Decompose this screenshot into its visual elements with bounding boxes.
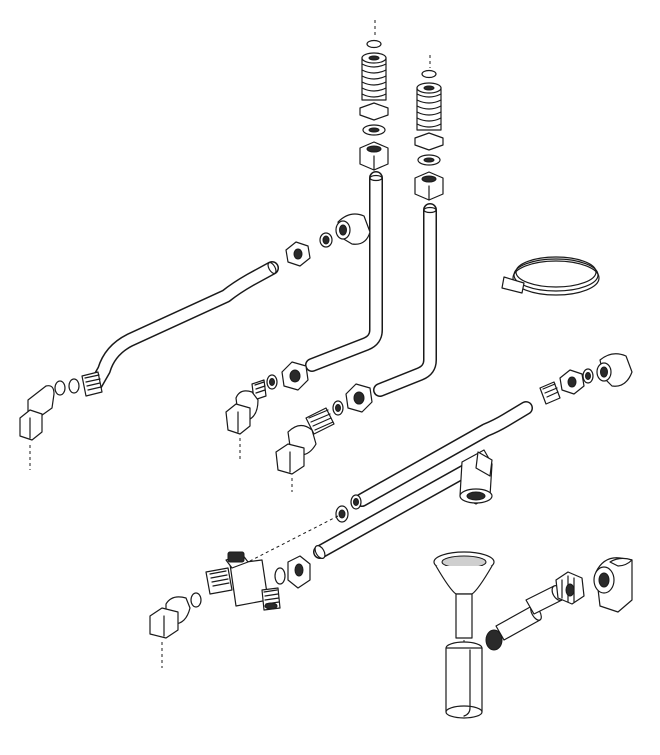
elbow-fitting-right [596,353,633,387]
valve-nut-right [287,555,311,589]
bent-pipe-left [305,171,383,372]
tee-fitting [459,449,493,505]
valve-assembly [149,551,311,668]
trap-arm-tee [313,449,493,559]
elbow-fitting-valve-left [149,596,191,639]
trap-outlet-tube [495,585,565,641]
long-pipe-lower-a [355,401,533,507]
ring-upper-pipe [319,232,333,248]
washer-upper-elbow [68,378,80,394]
threaded-end-upper [81,371,103,397]
compression-nut-mid-right [345,383,373,413]
compression-nut-mid-left [281,361,309,391]
long-pipe-upper [89,261,279,391]
threaded-shank-right [416,82,442,131]
coiled-cable [501,256,600,296]
valve-body [205,551,281,611]
vertical-fitting-stack-right [414,55,444,201]
valve-ring [274,567,286,585]
trap-wall-elbow [593,557,633,613]
washer-lower-pipe [335,494,362,523]
threaded-end-right [539,381,561,405]
middle-fittings-right [275,383,373,492]
lower-left-fittings-upper [19,371,103,470]
lower-upper-right-fittings [539,353,633,405]
compression-nut-left [359,141,389,171]
middle-fittings-left [225,361,309,460]
valve-washer-left [190,592,202,608]
trap-body [445,629,503,719]
compression-nut-right [414,171,444,201]
nut-upper-pipe [285,241,311,267]
sink-trap-assembly [433,551,633,719]
upper-pipe-fittings [285,213,371,267]
trap-nut [555,571,585,605]
elbow-upper-pipe [335,213,371,245]
elbow-fitting-mid-left [225,390,259,435]
elbow-fitting-mid-right [275,424,317,475]
elbow-fitting-upper-left [19,385,55,441]
washer-top-left [366,39,382,49]
vertical-fitting-stack-left [359,20,389,171]
trap-funnel [433,551,495,652]
locknut-left [359,102,389,121]
threaded-shank-left [361,52,387,101]
ring-upper-elbow [54,380,66,396]
locknut-right [414,132,444,151]
threaded-tube-mid-right [305,407,335,435]
bent-pipe-right [373,203,437,397]
nut-right [559,369,585,395]
cable-connector [501,276,525,294]
washer-top-right [421,69,437,79]
